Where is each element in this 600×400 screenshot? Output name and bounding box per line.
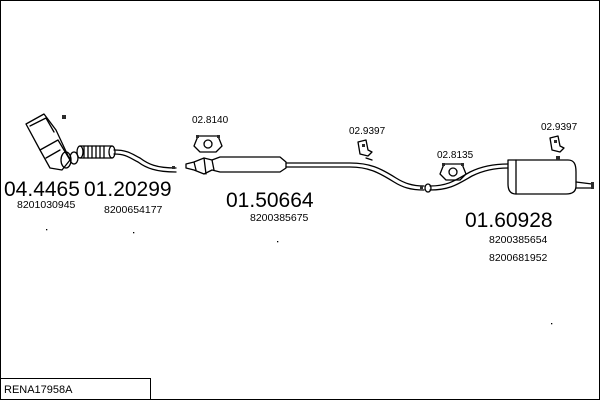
oem-number-4a: 8200385654 bbox=[489, 234, 548, 246]
part-number-3: 01.50664 bbox=[226, 189, 314, 212]
hanger-clip-icon bbox=[357, 139, 373, 161]
centre-silencer-icon bbox=[185, 156, 425, 191]
rear-silencer-icon bbox=[424, 156, 594, 195]
oem-number-3: 8200385675 bbox=[250, 212, 309, 224]
accessory-number-2: 02.9397 bbox=[349, 126, 386, 137]
accessory-number-3: 02.8135 bbox=[437, 150, 474, 161]
oem-number-4b: 8200681952 bbox=[489, 252, 548, 264]
front-pipe-icon bbox=[76, 145, 177, 173]
rubber-mount-icon bbox=[439, 163, 467, 181]
oem-number-1: 8201030945 bbox=[17, 199, 76, 211]
part-number-1: 04.4465 bbox=[4, 178, 80, 201]
reference-label: RENA17958A bbox=[4, 384, 73, 396]
accessory-number-1: 02.8140 bbox=[192, 115, 229, 126]
oem-number-2: 8200654177 bbox=[104, 204, 163, 216]
part-number-2: 01.20299 bbox=[84, 178, 172, 201]
part-number-4: 01.60928 bbox=[465, 209, 553, 232]
hanger-clip-icon bbox=[549, 135, 565, 153]
catalytic-converter-icon bbox=[25, 113, 79, 171]
accessory-number-4: 02.9397 bbox=[541, 122, 578, 133]
rubber-mount-icon bbox=[193, 135, 223, 153]
